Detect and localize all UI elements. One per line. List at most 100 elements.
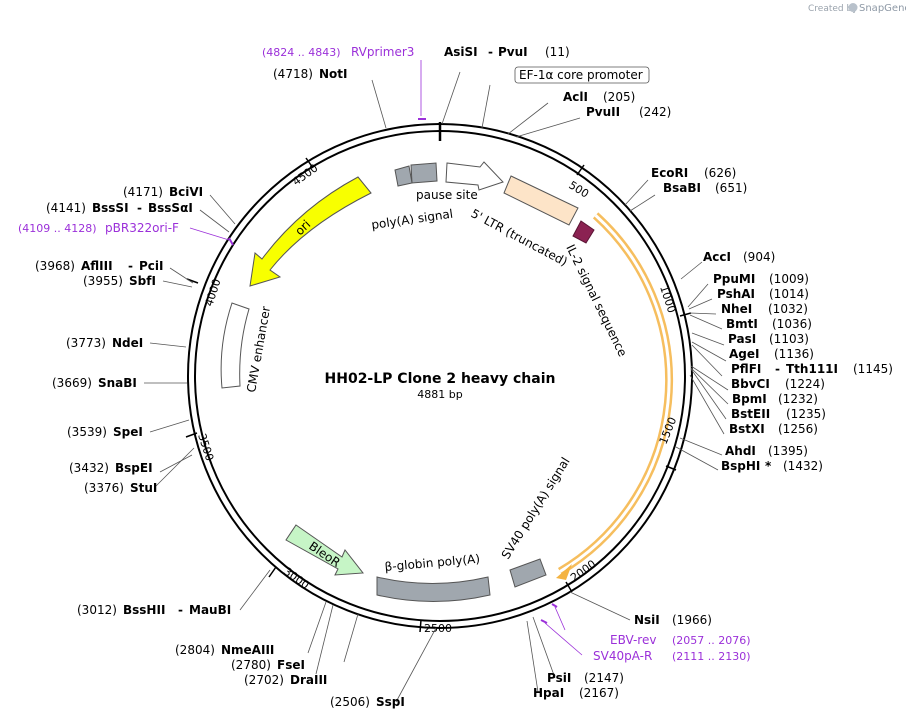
site-spei[interactable]: (3539) SpeI <box>67 425 143 439</box>
site-bspei[interactable]: (3432) BspEI <box>69 461 153 475</box>
feature-cmv-enhancer[interactable]: CMV enhancer <box>220 302 273 394</box>
site-pvuii[interactable]: PvuII (242) <box>586 105 671 119</box>
site-bmti[interactable]: BmtI (1036) <box>726 317 812 331</box>
site-position: (1103) <box>769 332 809 346</box>
site-acci[interactable]: AccI (904) <box>703 250 775 264</box>
site-name: SnaBI <box>98 376 137 390</box>
feature-5-ltr[interactable]: 5' LTR (truncated) <box>469 175 579 269</box>
site-sbfi[interactable]: (3955) SbfI <box>83 274 156 288</box>
site-psii[interactable]: PsiI (2147) <box>547 671 624 685</box>
site-name: BssHII <box>123 603 165 617</box>
site-name: BspEI <box>115 461 153 475</box>
site-hpai[interactable]: HpaI (2167) <box>533 686 619 700</box>
site-noti[interactable]: (4718) NotI <box>273 67 348 81</box>
primer-pbr322ori-f[interactable]: (4109 .. 4128) pBR322ori-F <box>18 221 234 246</box>
feature-ef1a-promoter[interactable]: EF-1α core promoter <box>445 66 650 191</box>
pbr322ori-range: (4109 .. 4128) <box>18 222 97 235</box>
sv40pa-r-name: SV40pA-R <box>593 649 652 663</box>
site-agei[interactable]: AgeI (1136) <box>729 347 814 361</box>
site-pasi[interactable]: PasI (1103) <box>728 332 809 346</box>
site-position: (1432) <box>783 459 823 473</box>
feature-ori[interactable]: ori <box>249 176 372 287</box>
site-sspi[interactable]: (2506) SspI <box>330 695 405 709</box>
site-bsssi-bsssai[interactable]: (4141) BssSI - BssSαI <box>46 201 193 215</box>
rvprimer3-name: RVprimer3 <box>351 45 414 59</box>
feature-pause-site[interactable]: pause site <box>410 162 478 202</box>
site-name: AgeI <box>729 347 759 361</box>
site-position: (3955) <box>83 274 123 288</box>
site-name-2: PciI <box>139 259 164 273</box>
il2-signal-shape <box>572 220 595 244</box>
plasmid-length: 4881 bp <box>417 388 462 401</box>
snapgene-logo-icon <box>848 3 858 12</box>
sv40pa-r-range: (2111 .. 2130) <box>672 650 751 663</box>
primer-ebv-rev[interactable]: EBV-rev (2057 .. 2076) <box>551 603 751 647</box>
tick-mark <box>565 581 573 593</box>
feature-beta-globin-polya[interactable]: β-globin poly(A) <box>376 552 491 602</box>
site-draiii[interactable]: (2702) DraIII <box>244 673 327 687</box>
site-name: EcoRI <box>651 166 688 180</box>
site-stui[interactable]: (3376) StuI <box>84 481 157 495</box>
tick-mark <box>665 465 677 471</box>
site-name: PshAI <box>717 287 755 301</box>
site-position: (904) <box>743 250 775 264</box>
site-asisi-pvui[interactable]: AsiSI - PvuI (11) <box>444 45 570 59</box>
site-pflfi-tth111i[interactable]: PflFI - Tth111I (1145) <box>731 362 893 376</box>
site-nsii[interactable]: NsiI (1966) <box>634 613 712 627</box>
feature-bleor[interactable]: BleoR <box>285 524 364 576</box>
site-position: (4171) <box>123 185 163 199</box>
site-name: StuI <box>130 481 157 495</box>
site-ndei[interactable]: (3773) NdeI <box>66 336 143 350</box>
tick-mark <box>185 432 198 438</box>
tick-label-500: 500 <box>566 179 591 201</box>
site-position: (3669) <box>52 376 92 390</box>
site-bpmi[interactable]: BpmI (1232) <box>732 392 818 406</box>
site-name-2: MauBI <box>189 603 231 617</box>
site-position: (1032) <box>768 302 808 316</box>
site-position: (1395) <box>768 444 808 458</box>
site-fsei[interactable]: (2780) FseI <box>231 658 305 672</box>
site-position: (1235) <box>786 407 826 421</box>
site-nhei[interactable]: NheI (1032) <box>721 302 808 316</box>
site-name: SpeI <box>113 425 143 439</box>
site-bsteii[interactable]: BstEII (1235) <box>731 407 826 421</box>
site-position: (1036) <box>772 317 812 331</box>
site-ahdi[interactable]: AhdI (1395) <box>725 444 808 458</box>
site-position: (2147) <box>584 671 624 685</box>
site-name: NheI <box>721 302 752 316</box>
credit-brand: SnapGene <box>859 3 906 14</box>
polya-signal-shape <box>394 165 413 187</box>
site-bsshii-maubi[interactable]: (3012) BssHII - MauBI <box>77 603 231 617</box>
site-name: DraIII <box>290 673 327 687</box>
site-pshai[interactable]: PshAI (1014) <box>717 287 809 301</box>
site-name: PasI <box>728 332 756 346</box>
site-name-2: Tth111I <box>786 362 838 376</box>
site-separator: - <box>178 603 183 617</box>
site-afliii-pcii[interactable]: (3968) AflIII - PciI <box>35 259 164 273</box>
site-ppumi[interactable]: PpuMI (1009) <box>713 272 809 286</box>
orf-arrow-head <box>556 564 572 580</box>
primer-sv40pa-r[interactable]: SV40pA-R (2111 .. 2130) <box>540 619 751 663</box>
site-position: (4718) <box>273 67 313 81</box>
site-bbvci[interactable]: BbvCI (1224) <box>731 377 825 391</box>
site-name: BssSI <box>92 201 129 215</box>
snapgene-credit: Created by SnapGene <box>808 3 906 14</box>
site-nmeaiii[interactable]: (2804) NmeAIII <box>175 643 274 657</box>
site-name: PsiI <box>547 671 571 685</box>
site-position: (2804) <box>175 643 215 657</box>
primer-rvprimer3[interactable]: (4824 .. 4843) RVprimer3 <box>262 45 426 120</box>
sv40pa-r-mark <box>540 619 548 624</box>
site-snabi[interactable]: (3669) SnaBI <box>52 376 137 390</box>
cmv-enhancer-label: CMV enhancer <box>244 305 273 393</box>
ori-arrow <box>249 176 372 287</box>
site-bsabi[interactable]: BsaBI (651) <box>663 181 747 195</box>
site-bsphi[interactable]: BspHI * (1432) <box>721 459 823 473</box>
ltr-shape <box>503 175 579 226</box>
site-bstxi[interactable]: BstXI (1256) <box>729 422 818 436</box>
site-name: PflFI <box>731 362 761 376</box>
site-ecori[interactable]: EcoRI (626) <box>651 166 736 180</box>
site-name: NotI <box>319 67 348 81</box>
site-bcivi[interactable]: (4171) BciVI <box>123 185 203 199</box>
site-acli[interactable]: AclI (205) <box>563 90 635 104</box>
